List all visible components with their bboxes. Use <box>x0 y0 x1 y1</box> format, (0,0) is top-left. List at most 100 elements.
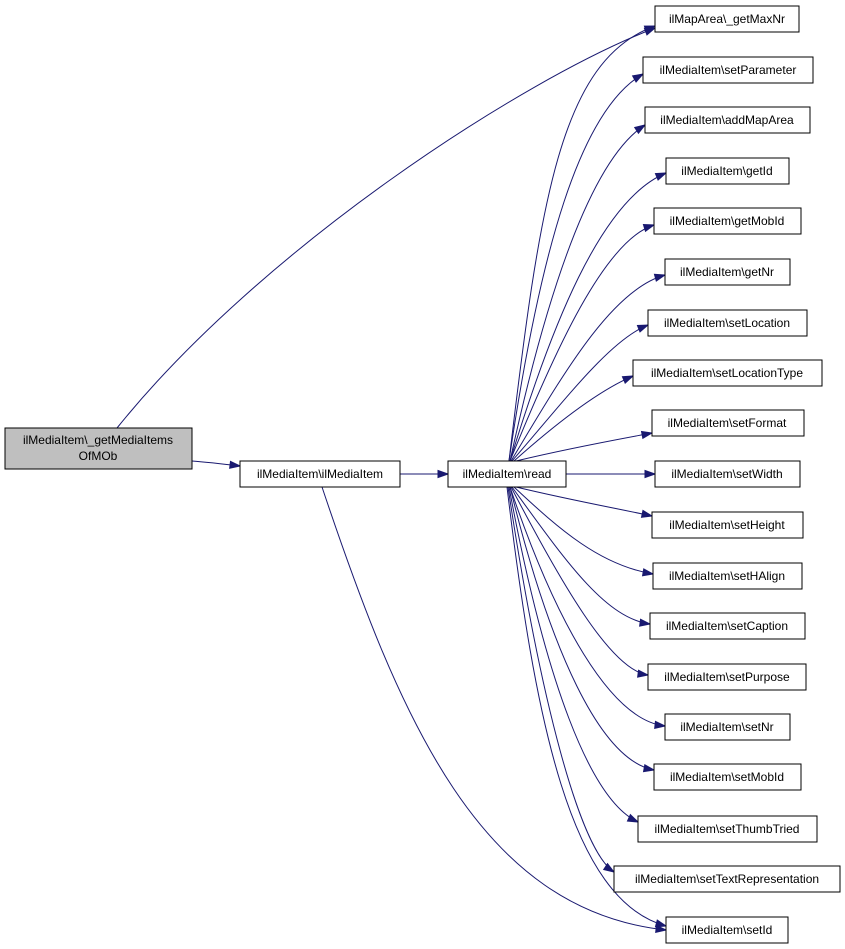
arrowhead-icon <box>642 224 656 233</box>
node-box <box>239 460 401 488</box>
node-box <box>654 460 801 488</box>
arrowhead-icon <box>654 172 668 181</box>
edge-line <box>513 375 634 462</box>
edge-read-to-set-mob-id <box>509 486 656 773</box>
node-label: ilMediaItem\setLocation <box>664 316 790 330</box>
node-set-location-type[interactable]: ilMediaItem\setLocationType <box>632 359 823 387</box>
edge-line <box>507 486 615 873</box>
node-label: ilMediaItem\setId <box>682 923 773 937</box>
edge-line <box>515 432 653 462</box>
edge-line <box>508 486 639 823</box>
node-set-thumb-tried[interactable]: ilMediaItem\setThumbTried <box>637 815 818 843</box>
arrowhead-icon <box>626 813 640 823</box>
edge-read-to-set-location-type <box>513 375 635 462</box>
node-set-mob-id[interactable]: ilMediaItem\setMobId <box>653 763 802 791</box>
edge-line <box>116 27 656 429</box>
arrowhead-icon <box>640 430 654 440</box>
node-set-text-representation[interactable]: ilMediaItem\setTextRepresentation <box>613 865 841 893</box>
node-label-line2: OfMOb <box>79 449 118 463</box>
node-set-width[interactable]: ilMediaItem\setWidth <box>654 460 801 488</box>
arrowhead-icon <box>636 324 650 333</box>
edge-constructor-to-set-id <box>321 486 668 934</box>
node-set-nr[interactable]: ilMediaItem\setNr <box>664 713 791 741</box>
arrowhead-icon <box>633 124 647 135</box>
edge-line <box>509 486 666 727</box>
node-label: ilMediaItem\getMobId <box>670 214 785 228</box>
edge-read-to-set-height <box>515 486 654 518</box>
node-set-caption[interactable]: ilMediaItem\setCaption <box>649 612 806 640</box>
node-label: ilMediaItem\setTextRepresentation <box>635 872 819 886</box>
node-label: ilMediaItem\setLocationType <box>651 366 803 380</box>
arrowhead-icon <box>644 469 657 479</box>
edge-read-to-get-nr <box>510 273 667 462</box>
edge-read-to-set-halign <box>513 486 655 577</box>
node-box <box>447 460 567 488</box>
arrowhead-icon <box>437 469 450 479</box>
node-set-halign[interactable]: ilMediaItem\setHAlign <box>652 562 803 590</box>
edge-line <box>509 124 646 462</box>
node-label: ilMediaItem\setFormat <box>668 416 787 430</box>
node-box <box>654 5 800 33</box>
arrowhead-icon <box>653 273 667 282</box>
node-box <box>664 713 791 741</box>
node-box <box>647 663 807 691</box>
node-label: ilMediaItem\ilMediaItem <box>257 467 383 481</box>
edge-read-to-get-id <box>509 172 668 462</box>
edge-caller-to-constructor <box>191 460 242 469</box>
edge-read-to-set-purpose <box>510 486 650 678</box>
edges <box>116 25 668 934</box>
arrowhead-icon <box>643 25 657 34</box>
nodes: ilMediaItem\_getMediaItems OfMOb ilMedia… <box>4 5 841 944</box>
edge-constructor-to-read <box>400 469 450 479</box>
edge-line <box>321 486 667 931</box>
node-read[interactable]: ilMediaItem\read <box>447 460 567 488</box>
edge-read-to-set-width <box>566 469 657 479</box>
node-box <box>637 815 818 843</box>
node-label: ilMediaItem\setMobId <box>670 770 784 784</box>
node-box <box>647 309 808 337</box>
arrowhead-icon <box>639 618 652 627</box>
node-box <box>644 106 811 134</box>
node-label: ilMediaItem\setHAlign <box>669 569 785 583</box>
edge-read-to-get-mob-id <box>509 224 656 462</box>
node-set-id[interactable]: ilMediaItem\setId <box>665 916 789 944</box>
node-get-mob-id[interactable]: ilMediaItem\getMobId <box>653 207 802 235</box>
node-set-location[interactable]: ilMediaItem\setLocation <box>647 309 808 337</box>
edge-read-to-set-location <box>511 324 650 462</box>
arrowhead-icon <box>654 720 667 730</box>
node-box <box>642 56 814 84</box>
node-box <box>632 359 823 387</box>
node-box <box>664 258 791 286</box>
node-box <box>651 409 805 437</box>
edge-read-to-set-nr <box>509 486 667 730</box>
node-set-purpose[interactable]: ilMediaItem\setPurpose <box>647 663 807 691</box>
edge-line <box>509 486 655 771</box>
node-add-map-area[interactable]: ilMediaItem\addMapArea <box>644 106 811 134</box>
edge-line <box>509 224 655 462</box>
node-label: ilMediaItem\setCaption <box>666 619 788 633</box>
arrowhead-icon <box>640 509 654 518</box>
node-box <box>651 511 804 539</box>
node-get-id[interactable]: ilMediaItem\getId <box>665 157 790 185</box>
node-box <box>665 916 789 944</box>
node-label: ilMediaItem\getId <box>681 164 772 178</box>
arrowhead-icon <box>621 375 635 384</box>
edge-line <box>515 486 653 517</box>
node-label: ilMediaItem\setThumbTried <box>655 822 800 836</box>
node-box <box>653 763 802 791</box>
node-set-parameter[interactable]: ilMediaItem\setParameter <box>642 56 814 84</box>
node-label: ilMediaItem\setNr <box>680 720 773 734</box>
edge-read-to-set-id <box>506 486 668 928</box>
node-box-focus <box>4 427 193 470</box>
edge-read-to-set-parameter <box>508 73 645 462</box>
node-get-media-items-of-mob[interactable]: ilMediaItem\_getMediaItems OfMOb <box>4 427 193 470</box>
node-set-format[interactable]: ilMediaItem\setFormat <box>651 409 805 437</box>
node-get-max-nr[interactable]: ilMapArea\_getMaxNr <box>654 5 800 33</box>
node-set-height[interactable]: ilMediaItem\setHeight <box>651 511 804 539</box>
node-label: ilMediaItem\addMapArea <box>660 113 794 127</box>
edge-read-to-set-caption <box>511 486 652 627</box>
arrowhead-icon <box>602 862 616 873</box>
node-constructor[interactable]: ilMediaItem\ilMediaItem <box>239 460 401 488</box>
node-get-nr[interactable]: ilMediaItem\getNr <box>664 258 791 286</box>
edge-line <box>511 324 649 462</box>
